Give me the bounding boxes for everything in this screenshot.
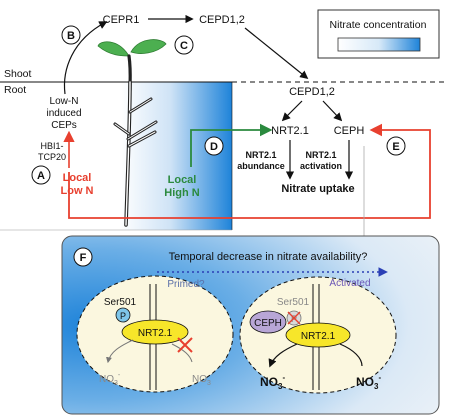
legend-title: Nitrate concentration (330, 19, 427, 31)
no3-in-right-label: NO3- (356, 373, 381, 391)
arrow-cepd-to-ceph (322, 100, 343, 122)
cell-primed: Primed? Ser501 P NRT2.1 NO3- NO3- (76, 275, 234, 393)
low-n-label-2: induced (46, 108, 81, 119)
ser501-left: Ser501 (104, 297, 137, 308)
seedling (97, 39, 167, 227)
circle-c: C (174, 35, 194, 55)
root-soil-gradient (120, 82, 232, 230)
no3-right-label: NO3- (192, 372, 214, 387)
svg-text:B: B (67, 30, 75, 42)
arrow-lown-to-ceph (68, 123, 431, 219)
circle-a: A (31, 165, 51, 185)
svg-text:F: F (80, 252, 87, 264)
block-x-icon (177, 337, 193, 353)
local-low-n-label-1: Local (63, 172, 92, 184)
activation-label-1: NRT2.1 (305, 150, 336, 160)
shoot-label: Shoot (4, 68, 32, 80)
activation-label-2: activation (300, 161, 342, 171)
cepd-root-label: CEPD1,2 (289, 86, 335, 98)
svg-text:C: C (180, 40, 188, 52)
arrow-no3-left (106, 339, 134, 364)
panel-f: F Temporal decrease in nitrate availabil… (61, 235, 440, 415)
ceph-enzyme (249, 310, 287, 334)
svg-text:D: D (210, 141, 218, 153)
low-n-label-3: CEPs (51, 120, 77, 131)
panel-f-question: Temporal decrease in nitrate availabilit… (169, 251, 368, 263)
cotyledon-left (97, 41, 130, 57)
phospho-right-label: P (291, 314, 297, 324)
abundance-label-2: abundance (237, 161, 285, 171)
arrow-cepd-to-nrt21 (281, 100, 303, 122)
arrow-no3-in-right (339, 343, 363, 367)
arrow-no3-in-left (268, 343, 298, 368)
ceph-label: CEPH (334, 125, 365, 137)
hbi-label-2: TCP20 (38, 152, 66, 162)
legend-gradient-bar (337, 37, 421, 52)
nrt21-label: NRT2.1 (271, 125, 309, 137)
phospho-left (115, 307, 131, 323)
no3-in-left-label: NO3- (260, 373, 285, 391)
primed-label: Primed? (167, 279, 205, 290)
nrt21-left (121, 319, 189, 345)
abundance-label-1: NRT2.1 (245, 150, 276, 160)
nrt21-right-label: NRT2.1 (301, 331, 336, 342)
ser501-right: Ser501 (277, 297, 310, 308)
circle-b: B (61, 25, 81, 45)
local-high-n-label-2: High N (164, 187, 199, 199)
phospho-left-label: P (120, 311, 126, 321)
legend: Nitrate concentration (317, 9, 440, 59)
arrow-cepd-shoot-to-root (244, 27, 309, 80)
activated-label: Activated (329, 278, 370, 289)
circle-d: D (204, 136, 224, 156)
nrt21-left-label: NRT2.1 (138, 328, 173, 339)
cepr1-label: CEPR1 (103, 14, 140, 26)
arrow-ceps-to-cepr1 (63, 21, 108, 95)
cotyledon-right (130, 39, 167, 54)
arrow-highn-to-nrt21 (190, 123, 273, 167)
nitrate-uptake-label: Nitrate uptake (281, 183, 354, 195)
hbi-label-1: HBI1- (40, 141, 63, 151)
arrow-no3-blocked (171, 343, 193, 363)
circle-f: F (73, 247, 93, 267)
cepd-shoot-label: CEPD1,2 (199, 14, 245, 26)
circle-e: E (386, 136, 406, 156)
nrt21-right (285, 322, 351, 348)
svg-text:E: E (392, 141, 399, 153)
svg-text:A: A (37, 170, 45, 182)
root-label: Root (4, 84, 26, 96)
no3-left-label: NO3- (99, 372, 121, 387)
cell-activated: Activated Ser501 CEPH P NRT2.1 NO3- NO3- (239, 276, 397, 394)
local-high-n-label-1: Local (168, 174, 197, 186)
local-low-n-label-2: Low N (61, 185, 94, 197)
low-n-label-1: Low-N (50, 96, 79, 107)
dephospho-x-icon (287, 311, 301, 325)
ceph-enzyme-label: CEPH (254, 318, 282, 329)
